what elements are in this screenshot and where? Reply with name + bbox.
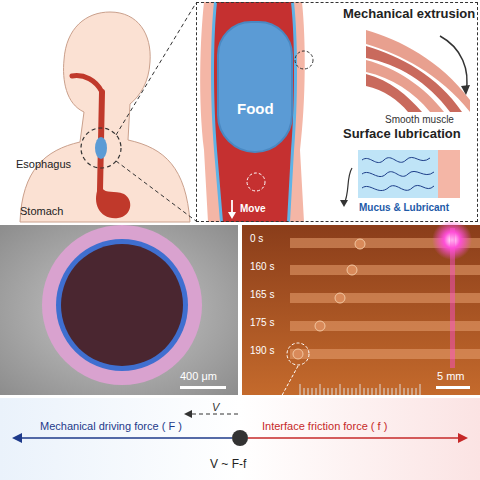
mouth-tract xyxy=(72,76,102,92)
droplet-callout xyxy=(287,343,309,365)
label: 175 s xyxy=(250,317,274,328)
velocity-arrow xyxy=(190,414,238,415)
muscle-fibers xyxy=(366,30,470,112)
muscle-callout xyxy=(295,51,313,69)
label: 165 s xyxy=(250,289,274,300)
ruler xyxy=(300,384,420,395)
panel-text: Mechanical extrusion xyxy=(343,7,475,21)
velocity-arrowhead xyxy=(184,410,192,418)
force-band xyxy=(0,398,480,480)
label: 190 s xyxy=(250,345,274,356)
panel-text: Mucus & Lubricant xyxy=(359,202,449,213)
droplet-dot xyxy=(232,430,248,446)
mucus-layer xyxy=(340,150,460,207)
food-bolus xyxy=(95,137,107,159)
droplet xyxy=(335,293,345,303)
panel-text: Smooth muscle xyxy=(385,114,454,125)
zoom-panel: Mechanical extrusionSmooth muscleSurface… xyxy=(196,2,478,222)
label: V ~ F-f xyxy=(210,458,246,471)
zoom-leader xyxy=(116,3,196,135)
node-label: Food xyxy=(237,101,274,118)
droplet xyxy=(355,239,365,249)
label: Mechanical driving force ( F ) xyxy=(40,420,182,432)
esophagus-wall xyxy=(200,2,305,222)
droplet xyxy=(347,265,357,275)
friction-force-arrowhead xyxy=(458,433,468,443)
esophagus-lining xyxy=(211,2,297,222)
label: V xyxy=(212,401,219,413)
human-silhouette xyxy=(20,12,190,222)
label: 160 s xyxy=(250,261,274,272)
sem-lumen xyxy=(61,244,183,366)
driving-force-arrowhead xyxy=(12,433,22,443)
photo-scale-bar xyxy=(436,386,470,389)
label: Move xyxy=(240,203,266,214)
label: 5 mm xyxy=(437,370,465,382)
light-beam xyxy=(450,228,455,368)
sem-lubricant-ring xyxy=(56,239,188,371)
label: Interface friction force ( f ) xyxy=(262,420,387,432)
sem-scale-bar xyxy=(180,386,226,389)
food-bolus-box: Food xyxy=(217,21,293,153)
droplet xyxy=(315,321,325,331)
esophagus-lumen xyxy=(214,2,294,222)
lubrication-callout xyxy=(247,173,265,191)
zoom-circle xyxy=(81,128,121,168)
label: 400 μm xyxy=(180,370,217,382)
driving-force-arrow xyxy=(20,437,232,439)
panel-text: Surface lubrication xyxy=(343,127,461,141)
stomach-shape xyxy=(96,188,130,218)
label: Stomach xyxy=(20,205,63,217)
droplet xyxy=(293,349,303,359)
move-arrowhead xyxy=(228,212,236,219)
zoom-leader xyxy=(116,161,196,221)
label: 0 s xyxy=(250,233,263,244)
label: Esophagus xyxy=(16,158,71,170)
sem-image xyxy=(0,225,238,395)
sem-tube-wall xyxy=(42,225,202,385)
friction-force-arrow xyxy=(248,437,460,439)
